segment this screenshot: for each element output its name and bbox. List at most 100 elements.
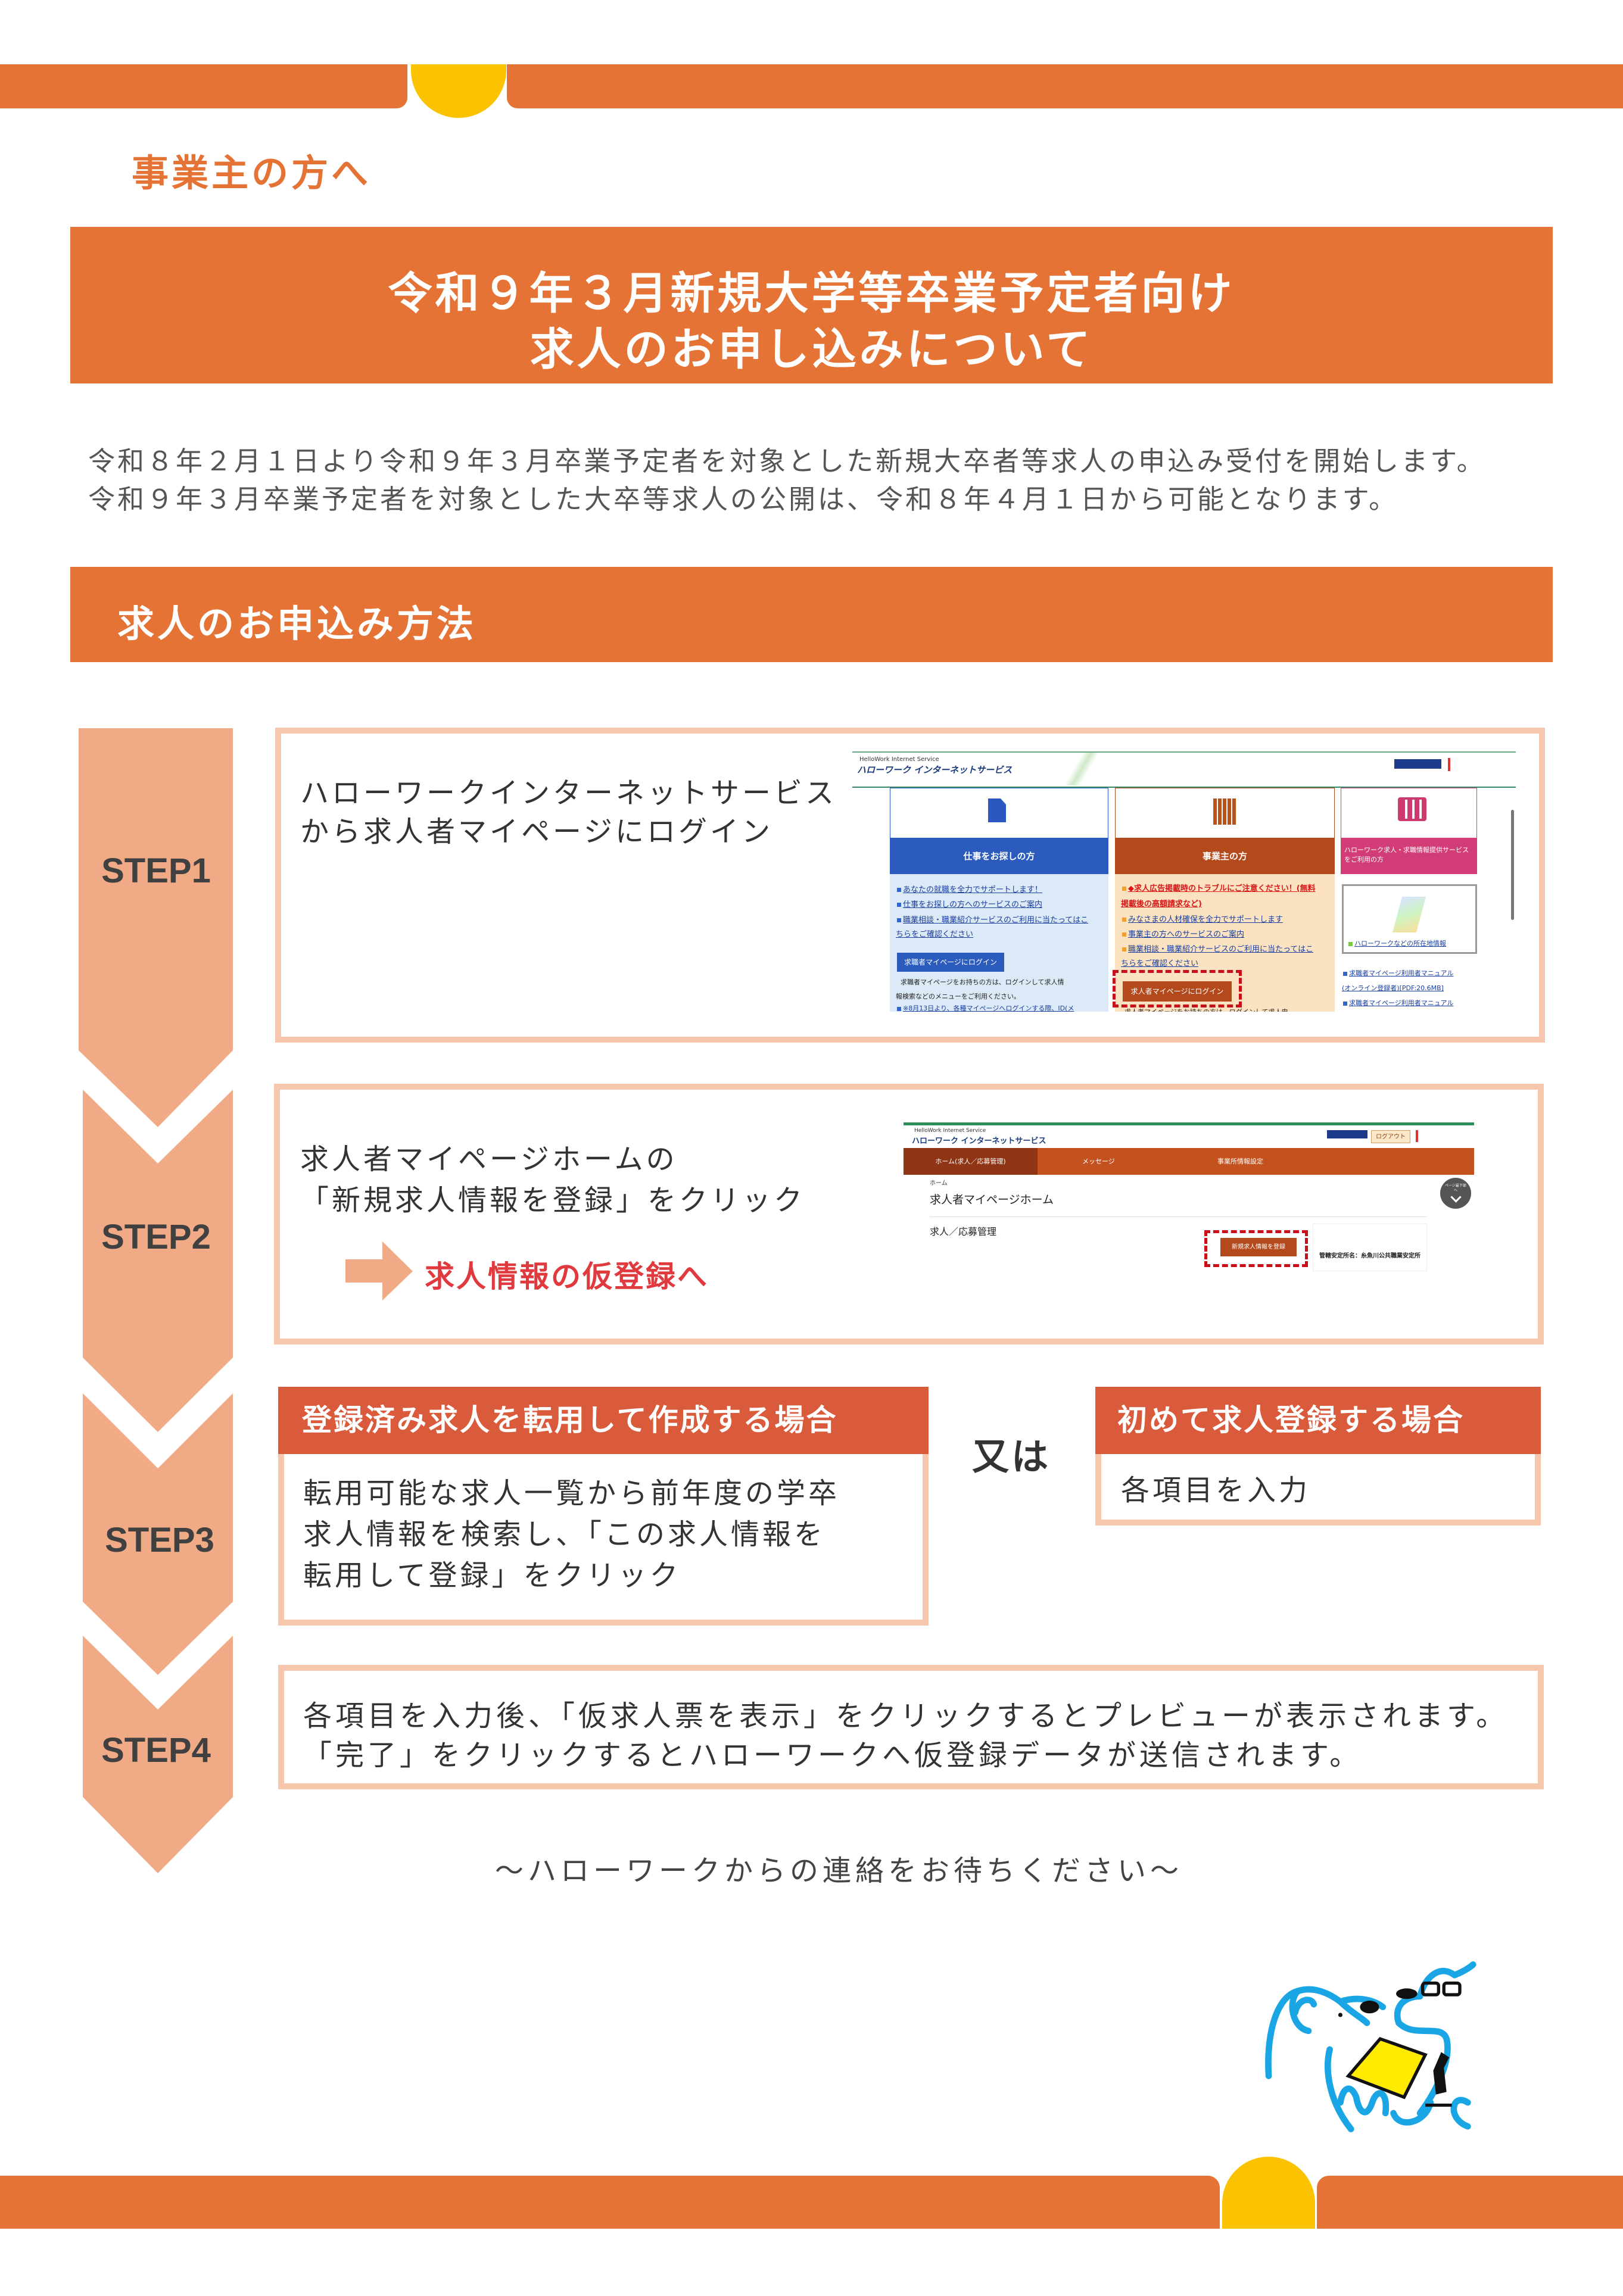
step4-box — [278, 1665, 1544, 1789]
step3-case-b-line-1: 各項目を入力 — [1121, 1474, 1311, 1507]
step3-case-a-header: 登録済み求人を転用して作成する場合 — [278, 1387, 929, 1454]
employer-link-4[interactable]: 職業相談・職業紹介サービスのご利用に当たってはこ — [1122, 943, 1313, 954]
employer-title-band[interactable]: 事業主の方 — [1115, 838, 1335, 874]
manual-link-1[interactable]: 求職者マイページ利用者マニュアル — [1343, 968, 1453, 978]
bottom-bar-left — [0, 2176, 1220, 2229]
info-service-column: ハローワーク求人・求職情報提供サービスをご利用の方 ハローワークなどの所在地情報… — [1341, 788, 1477, 1012]
mhlw-logo — [1416, 1130, 1454, 1142]
employer-link-3[interactable]: 事業主の方へのサービスのご案内 — [1122, 928, 1244, 939]
step3-arrow — [83, 1393, 233, 1675]
step3-case-a-line-1: 転用可能な求人一覧から前年度の学卒 — [303, 1477, 840, 1510]
hw2-brand-jp: ハローワーク インターネットサービス — [912, 1137, 1046, 1146]
intro-line-1: 令和８年２月１日より令和９年３月卒業予定者を対象とした新規大卒者等求人の申込み受… — [88, 445, 1486, 477]
step2-arrow — [83, 1090, 233, 1432]
mascot-illustration — [1265, 1961, 1476, 2132]
office-building-person-icon — [1213, 798, 1236, 825]
step1-line-2: から求人者マイページにログイン — [300, 815, 774, 848]
title-banner: 令和９年３月新規大学等卒業予定者向け 求人のお申し込みについて — [70, 227, 1553, 383]
scroll-to-bottom-button[interactable]: ページ最下部へ — [1440, 1178, 1471, 1209]
seeker-link-3[interactable]: 職業相談・職業紹介サービスのご利用に当たってはこ — [897, 913, 1088, 925]
employer-link-1[interactable]: ◆求人広告掲載時のトラブルにご注意ください！(無料 — [1122, 882, 1316, 893]
step2-line-1: 求人者マイページホームの — [300, 1143, 678, 1176]
section-header: 求人のお申込み方法 — [70, 567, 1553, 662]
nav-messages[interactable]: メッセージ — [1082, 1158, 1115, 1165]
chevron-down-icon — [1450, 1191, 1462, 1203]
manual-link-1-cont[interactable]: (オンライン登録者)[PDF:20.6MB] — [1342, 984, 1444, 992]
employer-link-2[interactable]: みなさまの人材確保を全力でサポートします — [1122, 913, 1283, 924]
intro-line-2: 令和９年３月卒業予定者を対象とした大卒等求人の公開は、令和８年４月１日から可能と… — [88, 483, 1398, 515]
job-seeker-column: 仕事をお探しの方 あなたの就職を全力でサポートします！ 仕事をお探しの方へのサー… — [890, 788, 1108, 1012]
seeker-link-1[interactable]: あなたの就職を全力でサポートします！ — [897, 883, 1042, 894]
step-arrows — [79, 728, 233, 1873]
new-job-register-button[interactable]: 新規求人情報を登録 — [1220, 1238, 1297, 1256]
office-info-text: 管轄安定所名：糸魚川公共職業安定所 — [1319, 1253, 1420, 1259]
seeker-link-3-cont[interactable]: ちらをご確認ください — [896, 930, 974, 939]
japan-map-image — [1392, 897, 1426, 932]
step2-label: STEP2 — [101, 1218, 211, 1256]
title-line-1: 令和９年３月新規大学等卒業予定者向け — [388, 268, 1235, 319]
accessibility-badge[interactable] — [1394, 759, 1441, 769]
employer-link-4-cont[interactable]: ちらをご確認ください — [1121, 959, 1199, 968]
title-divider — [930, 1216, 1427, 1217]
job-management-heading: 求人／応募管理 — [930, 1226, 997, 1237]
accessibility-badge[interactable] — [1327, 1130, 1367, 1138]
temporary-registration-link[interactable]: 求人情報の仮登録へ — [425, 1259, 709, 1294]
step3-case-b-header: 初めて求人登録する場合 — [1095, 1387, 1541, 1454]
step1-line-1: ハローワークインターネットサービス — [300, 776, 837, 810]
bottom-yellow-circle — [1222, 2157, 1315, 2229]
right-arrow-icon — [345, 1241, 413, 1300]
yellow-document — [1345, 2036, 1428, 2100]
step3-case-a-line-2: 求人情報を検索し、「この求人情報を — [303, 1518, 826, 1551]
office-location-link[interactable]: ハローワークなどの所在地情報 — [1348, 938, 1446, 948]
audience-label: 事業主の方へ — [132, 151, 372, 195]
main-nav: ホーム(求人／応募管理) メッセージ 事業所情報設定 — [904, 1148, 1474, 1175]
step4-label: STEP4 — [101, 1731, 211, 1770]
seeker-login-button[interactable]: 求職者マイページにログイン — [897, 953, 1004, 972]
step4-arrow — [83, 1636, 233, 1873]
nav-office-settings[interactable]: 事業所情報設定 — [1217, 1158, 1263, 1165]
job-seeker-title-band[interactable]: 仕事をお探しの方 — [890, 838, 1108, 874]
step4-line-2: 「完了」をクリックするとハローワークへ仮登録データが送信されます。 — [303, 1739, 1362, 1772]
employer-mypage-screenshot: HelloWork Internet Service ハローワーク インターネッ… — [904, 1122, 1474, 1271]
nav-home[interactable]: ホーム(求人／応募管理) — [904, 1148, 1038, 1175]
step2-line-2: 「新規求人情報を登録」をクリック — [300, 1184, 806, 1217]
mypage-title: 求人者マイページホーム — [930, 1193, 1054, 1206]
mhlw-logo — [1448, 758, 1492, 771]
info-service-icon-area — [1341, 788, 1477, 838]
employer-note-1: 求人者マイページをお持ちの方は、ログインして求人申 — [1124, 1007, 1288, 1012]
hellowork-top-screenshot: HelloWork Internet Service ハローワーク インターネッ… — [852, 751, 1516, 1012]
hw2-brand-en: HelloWork Internet Service — [914, 1128, 986, 1134]
section-heading: 求人のお申込み方法 — [117, 602, 477, 645]
manual-link-2[interactable]: 求職者マイページ利用者マニュアル — [1343, 998, 1453, 1007]
screenshot1-scrollbar[interactable] — [1511, 810, 1514, 920]
bottom-bar-right — [1317, 2176, 1623, 2229]
or-label: 又は — [972, 1435, 1051, 1478]
top-bar-left — [0, 64, 407, 108]
necktie — [1433, 2052, 1450, 2095]
register-highlight — [1204, 1230, 1308, 1267]
employer-title: 事業主の方 — [1202, 851, 1247, 862]
top-yellow-circle — [411, 64, 506, 118]
employer-column: 事業主の方 ◆求人広告掲載時のトラブルにご注意ください！(無料 掲載後の高額請求… — [1113, 788, 1335, 1012]
employer-link-1-cont[interactable]: 掲載後の高額請求など) — [1121, 900, 1202, 909]
step1-label: STEP1 — [101, 851, 211, 890]
monitor-grid-icon — [1398, 797, 1426, 821]
job-seeker-title: 仕事をお探しの方 — [963, 851, 1035, 862]
info-service-title-band[interactable]: ハローワーク求人・求職情報提供サービスをご利用の方 — [1341, 838, 1477, 874]
logout-button[interactable]: ログアウト — [1371, 1130, 1410, 1143]
seeker-link-2[interactable]: 仕事をお探しの方へのサービスのご案内 — [897, 898, 1042, 909]
seeker-link-4[interactable]: ※8月13日より、各種マイページへログインする際、ID(メ — [897, 1003, 1074, 1012]
hw-brand-jp: ハローワーク インターネットサービス — [857, 765, 1013, 775]
seeker-note-1: 求職者マイページをお持ちの方は、ログインして求人情 — [901, 978, 1064, 986]
seeker-note-2: 報検索などのメニューをご利用ください。 — [896, 993, 1020, 1000]
hw-header-line — [852, 787, 1516, 788]
employer-login-button[interactable]: 求人者マイページにログイン — [1123, 981, 1232, 1002]
hw-header-swoosh — [1049, 753, 1114, 785]
breadcrumb[interactable]: ホーム — [930, 1180, 948, 1187]
closing-message: ～ハローワークからの連絡をお待ちください～ — [495, 1854, 1183, 1888]
info-service-title: ハローワーク求人・求職情報提供サービスをご利用の方 — [1344, 846, 1469, 863]
scroll-to-bottom-label: ページ最下部へ — [1445, 1184, 1466, 1193]
top-bar-right — [507, 64, 1623, 108]
map-box[interactable]: ハローワークなどの所在地情報 — [1342, 884, 1477, 954]
document-search-icon — [988, 798, 1006, 822]
